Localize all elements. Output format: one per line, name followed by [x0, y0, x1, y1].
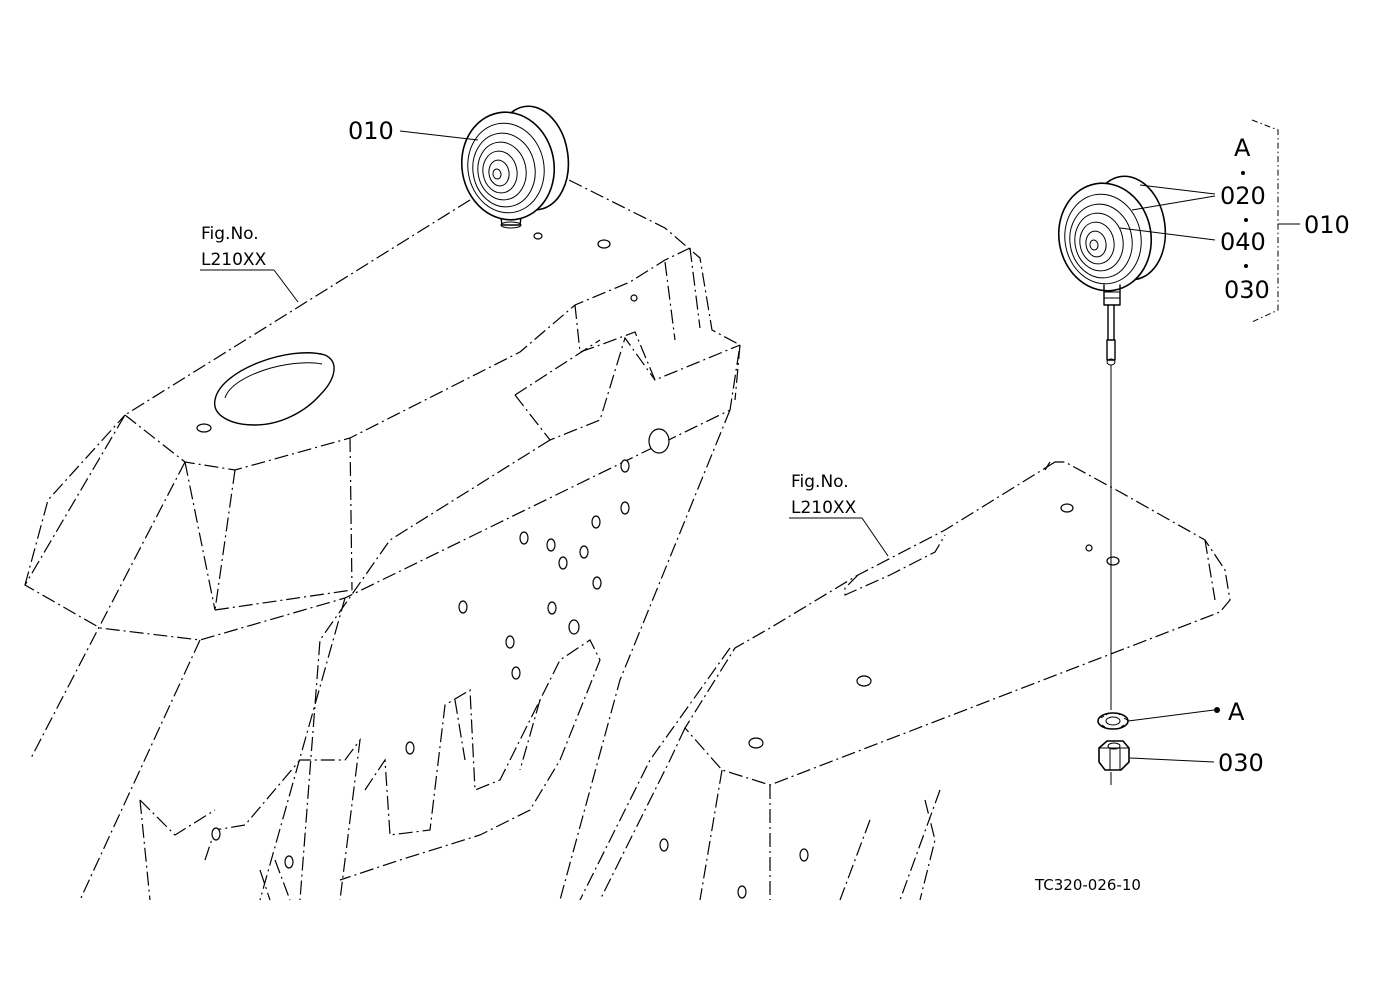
callout-washer-a: A: [1228, 698, 1245, 726]
right-fender-plate: [579, 461, 1231, 901]
dot-washer-a: [1214, 707, 1220, 713]
dot-a-020: [1241, 171, 1245, 175]
drawing-code: TC320-026-10: [1034, 876, 1141, 894]
callout-group-010: 010: [1304, 211, 1350, 239]
dot-020-040: [1244, 218, 1248, 222]
callout-group-a: A: [1234, 134, 1251, 162]
left-fender-frame: [24, 177, 741, 901]
callout-part-040: 040: [1220, 228, 1266, 256]
callout-part-030-group: 030: [1224, 276, 1270, 304]
callout-nut-030: 030: [1218, 749, 1264, 777]
work-lamp-left: [460, 105, 570, 229]
leader-nut-030: [1129, 757, 1215, 763]
leader-fig-ref-right: [861, 517, 889, 557]
leader-020-upper: [1139, 184, 1216, 195]
group-bracket: [1251, 119, 1279, 323]
fig-ref-left-line2: L210XX: [201, 250, 267, 270]
leader-040: [1119, 227, 1216, 241]
leader-lamp-left: [399, 130, 479, 141]
fig-ref-right-line2: L210XX: [791, 498, 857, 518]
leader-fig-ref-left: [273, 269, 299, 303]
leader-washer-a: [1127, 709, 1215, 722]
leader-020-lower: [1131, 195, 1216, 211]
fig-ref-right-line1: Fig.No.: [791, 472, 849, 492]
callout-lamp-left: 010: [348, 117, 394, 145]
dot-040-030: [1244, 264, 1248, 268]
lock-washer: [1097, 712, 1129, 730]
hex-nut: [1098, 740, 1130, 771]
fig-ref-left-line1: Fig.No.: [201, 224, 259, 244]
work-lamp-right: [1057, 175, 1167, 366]
callout-part-020: 020: [1220, 182, 1266, 210]
